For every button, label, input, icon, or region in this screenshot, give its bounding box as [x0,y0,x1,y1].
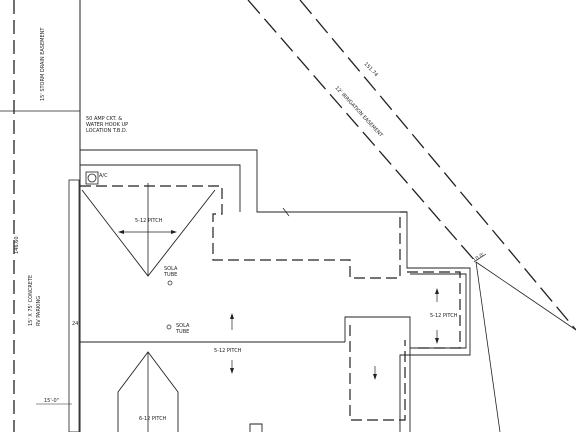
lot-line-left-label: 146.60 [14,237,20,255]
ac-label: A/C [99,173,108,179]
dimension-marks [36,207,487,405]
rv-parking-line1: 15' X 75' CONCRETE [28,275,34,326]
storm-easement-label: 15' STORM DRAIN EASEMENT [40,27,46,101]
pitch-arrows [118,230,439,380]
building-walls [68,149,471,432]
hookup-note-line2: WATER HOOK UP [86,122,128,128]
hookup-note-line1: 50 AMP CKT. & [86,116,122,122]
sola-tube-2 [166,324,172,330]
sola-tube-2-label-a: SOLA [176,323,190,329]
pitch-label-middle: 5-12 PITCH [214,348,242,354]
storm-easement-lines [0,0,81,432]
irrigation-easement-lines [247,0,576,432]
corner-dimension-label: 10.0' [472,252,486,264]
irrigation-easement-label: 12' IRRIGATION EASEMENT [334,85,385,139]
roof-outline [80,185,461,421]
pitch-label-upper-left: 5-12 PITCH [135,218,163,224]
dimension-15-label: 15'-0" [44,398,59,404]
roof-lines [81,183,263,432]
hookup-note-line3: LOCATION T.B.D. [86,128,128,134]
sola-tube-1-label-b: TUBE [163,272,177,278]
rv-parking-line2: RV PARKING [36,296,42,326]
dimension-24-label: 24' [72,321,80,327]
lot-line-top-label: 151.74 [363,61,379,78]
sola-tube-1 [167,280,173,286]
sola-tube-2-label-b: TUBE [175,329,189,335]
sola-tube-1-label-a: SOLA [164,266,178,272]
pitch-label-right: 5-12 PITCH [430,313,458,319]
ac-unit [85,171,99,185]
pitch-label-bottom: 6-12 PITCH [139,416,167,422]
